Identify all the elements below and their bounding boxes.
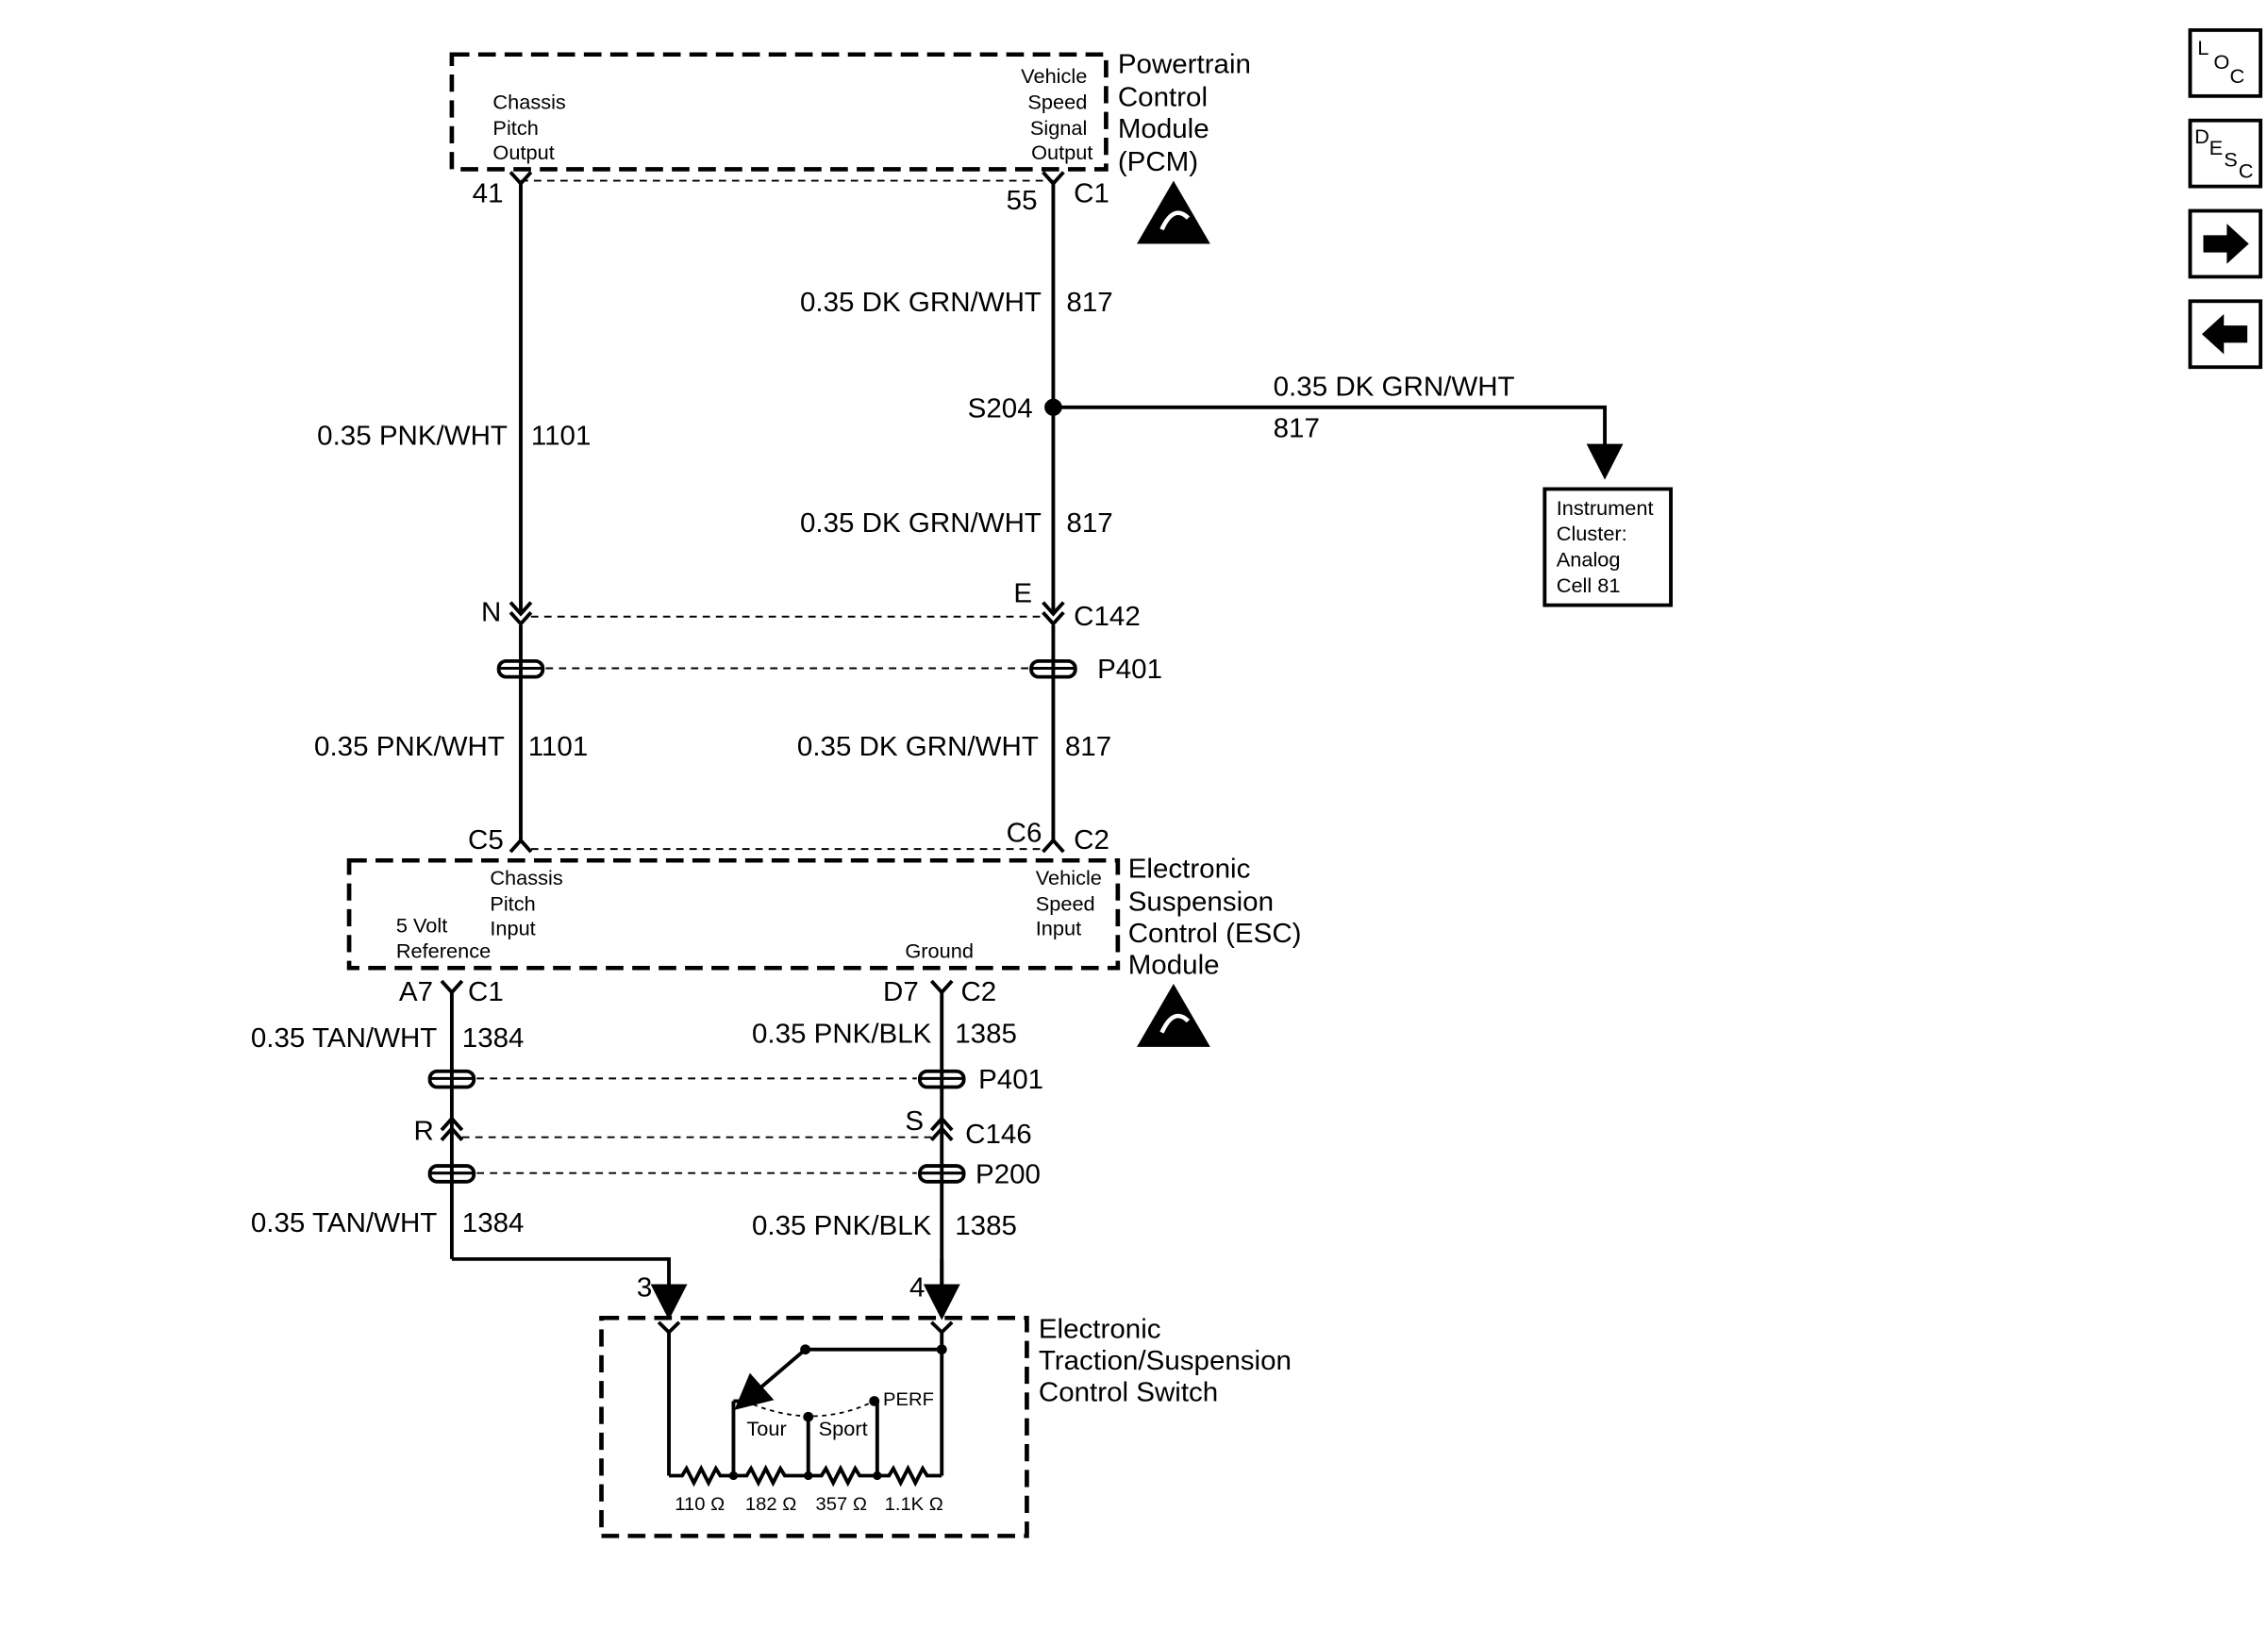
traction-suspension-switch: Electronic Traction/Suspension Control S… <box>599 1315 1299 1538</box>
c146-label: C146 <box>965 1120 1032 1150</box>
resistor-1-1k: 1.1K Ω <box>885 1494 943 1515</box>
desc-icon: DESC <box>2194 125 2253 182</box>
esc-c6-terminal <box>1042 838 1065 854</box>
esc-conn-c2-top: C2 <box>1074 825 1109 856</box>
connector-c146: R S C146 <box>413 1106 1031 1149</box>
esc-module: Chassis Pitch Input Vehicle Speed Input … <box>346 855 1309 1047</box>
c142-pin-n-terminal <box>509 601 533 627</box>
wire-1101-lower-color: 0.35 PNK/WHT <box>314 733 505 763</box>
wire-1384-upper-circuit: 1384 <box>462 1023 525 1054</box>
loc-button[interactable]: LOC <box>2188 28 2263 98</box>
esc-pin-c5: C5 <box>468 825 504 856</box>
wire-817-upper-color: 0.35 DK GRN/WHT <box>800 288 1042 318</box>
switch-mode-perf: PERF <box>883 1389 934 1410</box>
arrow-right-icon <box>2203 224 2249 264</box>
esc-5v-reference-label: 5 Volt Reference <box>396 914 491 962</box>
wire-1101-lower-circuit: 1101 <box>528 733 589 763</box>
wire-1385-upper-color: 0.35 PNK/BLK <box>752 1020 932 1050</box>
esc-a7-terminal <box>440 979 464 996</box>
esc-c5-terminal <box>509 838 533 854</box>
wire-1384-lower-color: 0.35 TAN/WHT <box>251 1208 438 1238</box>
p401-upper-label: P401 <box>1097 655 1162 685</box>
c142-pin-e: E <box>1013 579 1032 609</box>
c146-pin-r: R <box>413 1117 433 1147</box>
esc-conn-c1: C1 <box>468 978 504 1008</box>
back-button[interactable] <box>2188 299 2263 370</box>
switch-wiper <box>734 1348 807 1410</box>
esc-chassis-pitch-input-label: Chassis Pitch Input <box>490 867 568 939</box>
switch-title: Electronic Traction/Suspension Control S… <box>1039 1315 1299 1408</box>
esc-pin-a7: A7 <box>399 978 433 1008</box>
wire-817-branch-circuit: 817 <box>1274 414 1320 444</box>
desc-button[interactable]: DESC <box>2188 118 2263 189</box>
esc-conn-c2-bottom: C2 <box>960 978 996 1008</box>
splice-s204-label: S204 <box>968 394 1033 424</box>
loc-icon: LOC <box>2197 37 2244 88</box>
wire-1385-upper-circuit: 1385 <box>955 1020 1017 1050</box>
c142-label: C142 <box>1074 602 1141 632</box>
pcm-module: Chassis Pitch Output Vehicle Speed Signa… <box>449 50 1259 244</box>
switch-outline <box>599 1315 1029 1538</box>
wire-1385-lower-color: 0.35 PNK/BLK <box>752 1211 932 1241</box>
c146-pin-s-terminal <box>929 1116 954 1141</box>
esd-warning-icon <box>1137 180 1210 244</box>
esc-outline <box>346 857 1121 971</box>
svg-text:Instrument Cluster:: Instrument Cluster: Analog Cell 81 <box>1557 497 1659 597</box>
c146-pin-s: S <box>905 1106 924 1137</box>
esc-title: Electronic Suspension Control (ESC) Modu… <box>1128 855 1309 981</box>
pcm-pin-55: 55 <box>1007 186 1038 216</box>
wire-817-mid-color: 0.35 DK GRN/WHT <box>800 508 1042 539</box>
esd-warning-icon <box>1137 983 1210 1047</box>
instrument-cluster-box: Instrument Cluster: Analog Cell 81 <box>1543 487 1673 607</box>
wire-1384-to-switch <box>451 1257 688 1321</box>
pass-through-p401-upper: P401 <box>496 655 1162 685</box>
p200-label: P200 <box>976 1160 1041 1190</box>
arrow-left-icon <box>2201 313 2248 355</box>
wire-817-mid-circuit: 817 <box>1066 508 1112 539</box>
pcm-pin-41-terminal <box>509 171 533 187</box>
pass-through-p401-lower: P401 <box>427 1065 1043 1095</box>
switch-mode-tour: Tour <box>746 1418 786 1440</box>
c142-pin-n: N <box>481 598 501 628</box>
esc-d7-terminal <box>929 979 954 996</box>
wire-817-lower-circuit: 817 <box>1065 733 1111 763</box>
pass-through-p200: P200 <box>427 1160 1041 1190</box>
c146-pin-r-terminal <box>440 1116 464 1141</box>
wire-817-upper-circuit: 817 <box>1066 288 1112 318</box>
wire-817-lower-color: 0.35 DK GRN/WHT <box>797 733 1039 763</box>
esc-vehicle-speed-input-label: Vehicle Speed Input <box>1036 867 1108 939</box>
pcm-pin-41: 41 <box>473 179 504 209</box>
resistor-357: 357 Ω <box>816 1494 867 1515</box>
pcm-chassis-pitch-output-label: Chassis Pitch Output <box>492 91 571 164</box>
wire-817-branch-color: 0.35 DK GRN/WHT <box>1274 373 1515 403</box>
next-button[interactable] <box>2188 208 2263 279</box>
switch-pin-4: 4 <box>909 1273 925 1304</box>
pcm-vehicle-speed-output-label: Vehicle Speed Signal Output <box>1021 65 1092 163</box>
wire-1384-upper-color: 0.35 TAN/WHT <box>251 1023 438 1054</box>
esc-pin-c6: C6 <box>1007 819 1042 849</box>
resistor-182: 182 Ω <box>745 1494 796 1515</box>
switch-mode-sport: Sport <box>819 1418 868 1440</box>
wire-1101-upper-color: 0.35 PNK/WHT <box>317 422 508 452</box>
pcm-outline <box>449 52 1109 172</box>
switch-pin-3: 3 <box>637 1273 652 1304</box>
pcm-pin-55-terminal <box>1042 171 1065 187</box>
resistor-110: 110 Ω <box>675 1494 725 1515</box>
wire-1101-upper-circuit: 1101 <box>531 422 592 452</box>
esc-ground-label: Ground <box>905 940 974 963</box>
connector-c142: N E C142 <box>481 579 1141 632</box>
pcm-connector-c1: C1 <box>1074 179 1109 209</box>
pcm-title: Powertrain Control Module (PCM) <box>1118 50 1259 177</box>
c142-pin-e-terminal <box>1042 601 1065 627</box>
wire-1385-lower-circuit: 1385 <box>955 1211 1017 1241</box>
p401-lower-label: P401 <box>978 1065 1043 1095</box>
wire-817-branch <box>1053 405 1624 480</box>
wire-1384-lower-circuit: 1384 <box>462 1208 525 1238</box>
esc-pin-d7: D7 <box>883 978 919 1008</box>
